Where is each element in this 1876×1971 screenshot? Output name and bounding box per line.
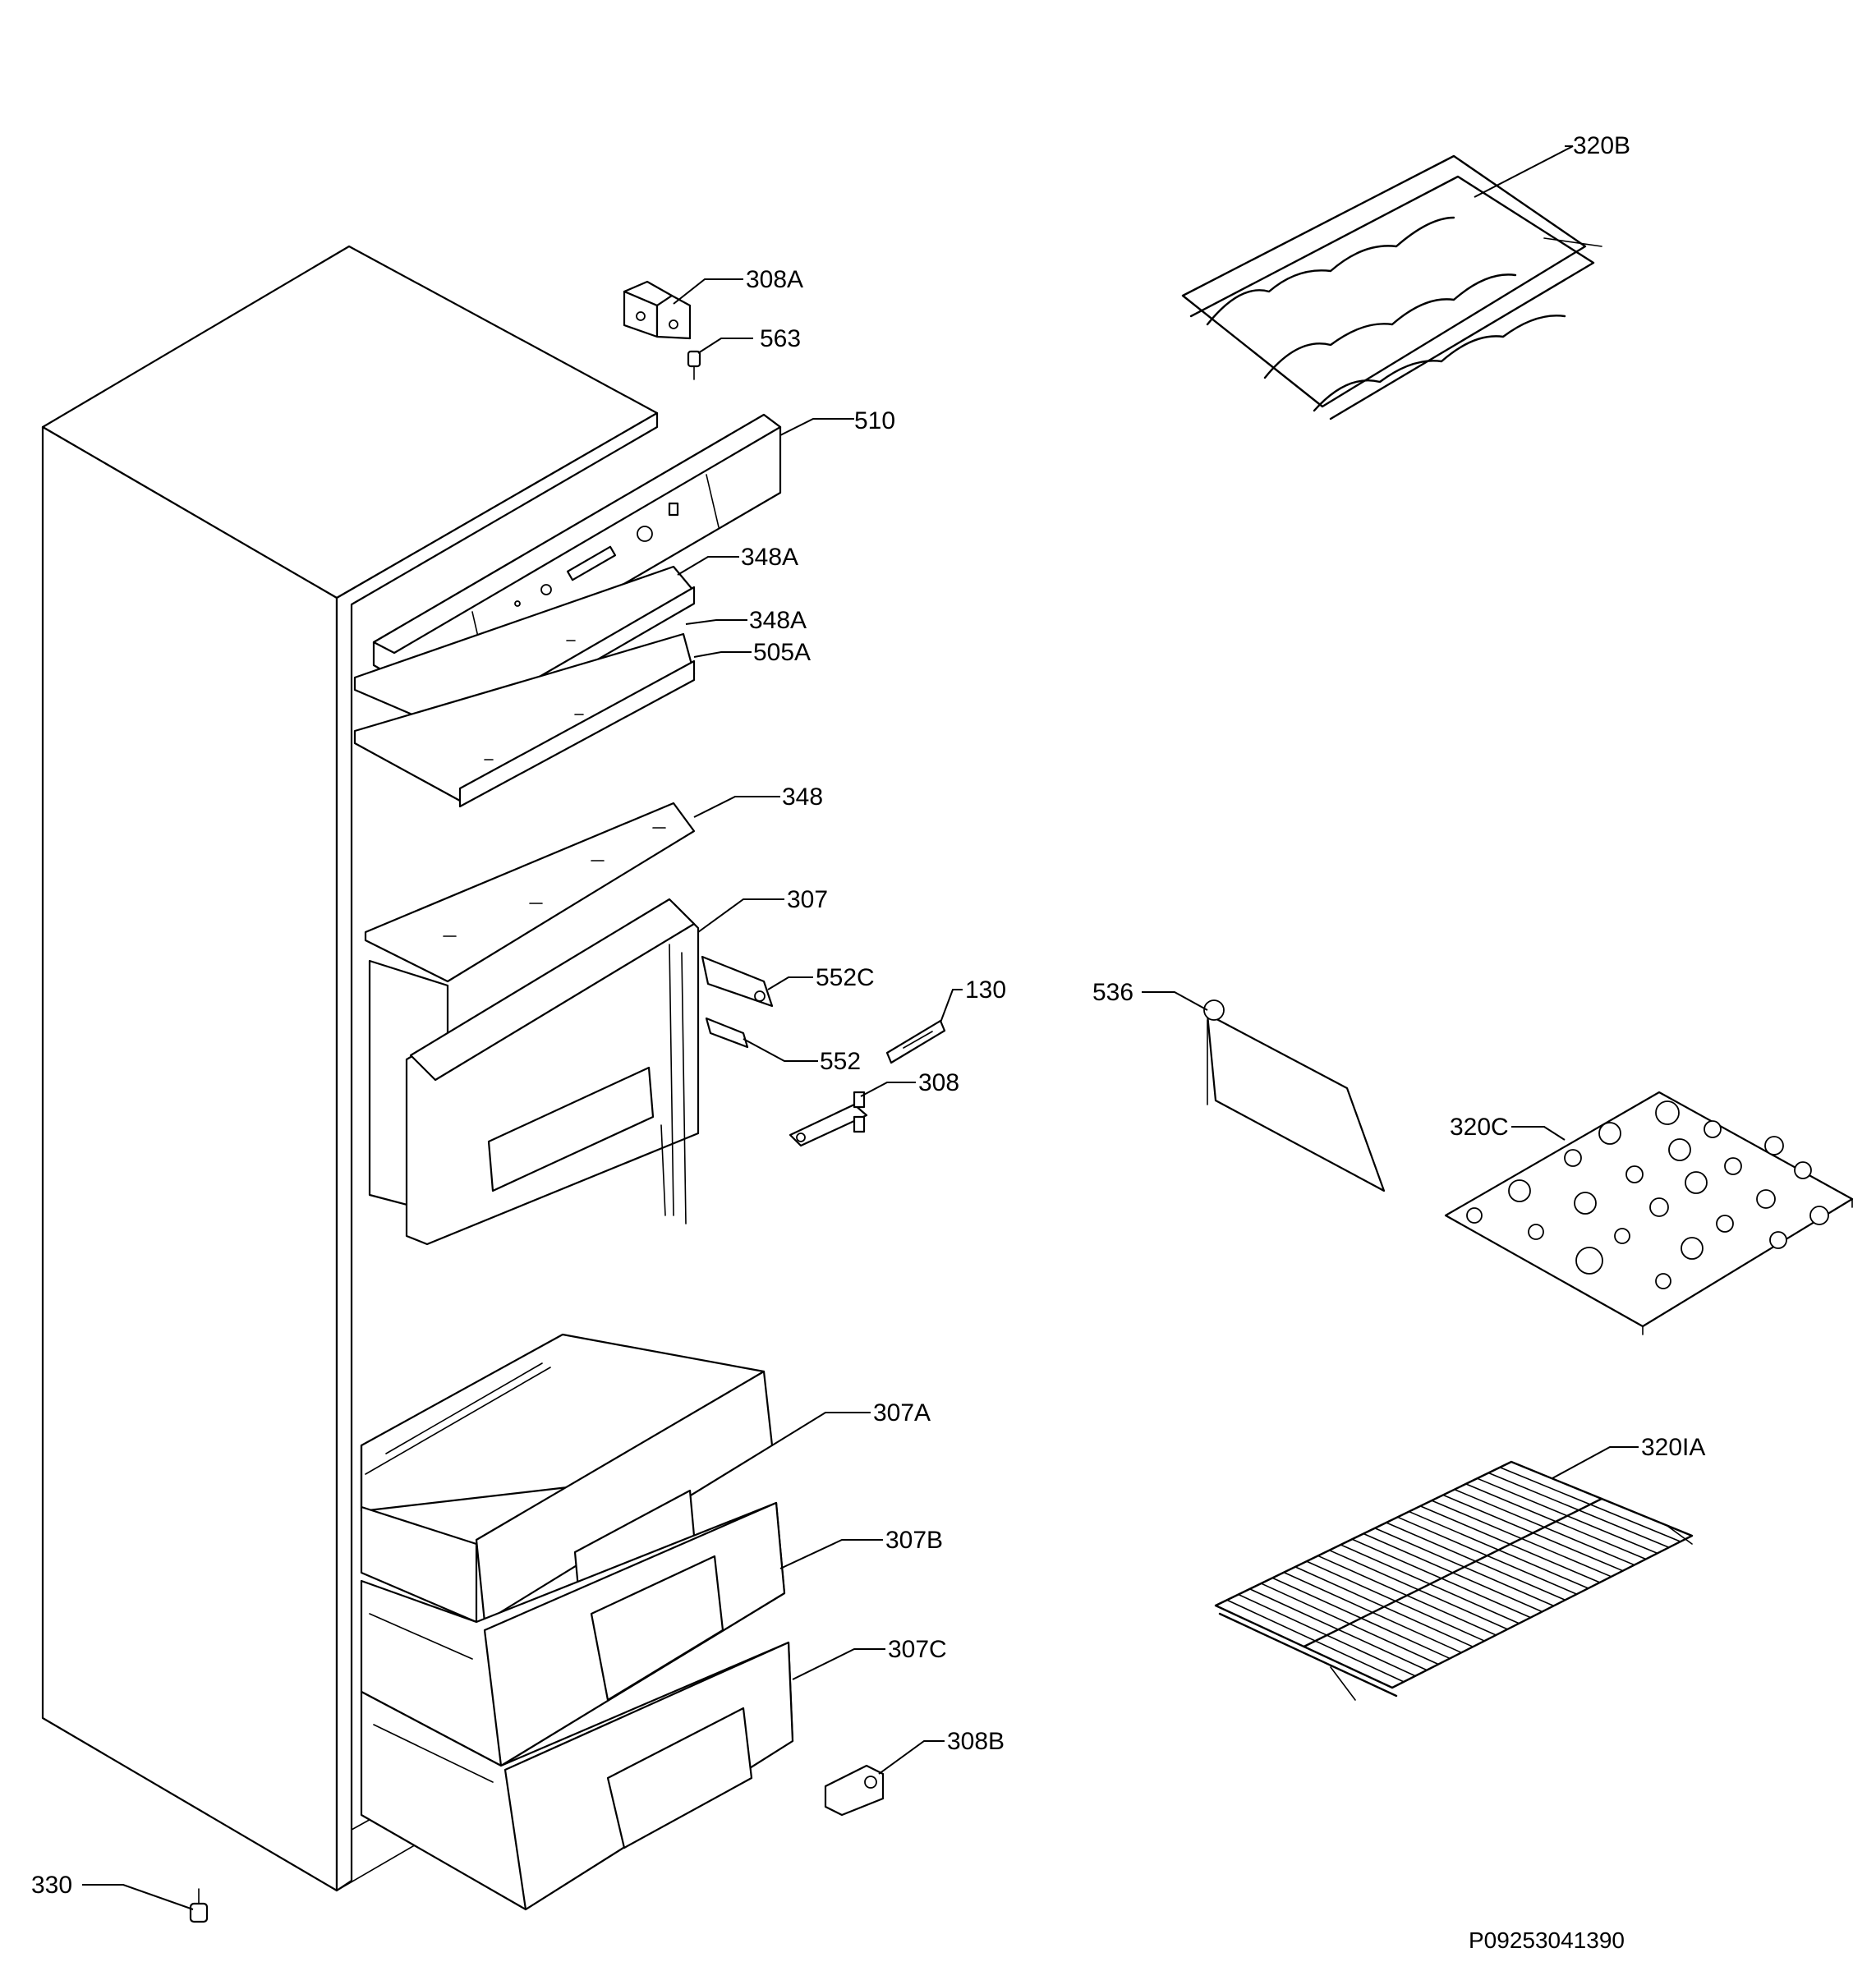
drawer-307c — [360, 1641, 794, 1911]
glass-shelf-348 — [364, 802, 696, 983]
label-552c: 552C — [816, 964, 875, 991]
label-308a: 308A — [746, 266, 803, 293]
label-563: 563 — [760, 325, 801, 352]
label-307a: 307A — [873, 1399, 931, 1427]
label-307c: 307C — [888, 1636, 947, 1663]
drawer-307b — [360, 1501, 786, 1767]
leader-lines — [82, 145, 1639, 1910]
hinge-bracket-308a — [623, 280, 692, 340]
label-348: 348 — [782, 783, 823, 811]
label-348a-upper: 348A — [741, 544, 798, 571]
hinge-308b — [824, 1764, 885, 1817]
label-320ia: 320IA — [1641, 1434, 1705, 1461]
label-505a: 505A — [753, 639, 811, 666]
rail-552c — [701, 955, 774, 1008]
cabinet-side — [41, 425, 338, 1892]
wire-shelf-320ia — [1214, 1460, 1694, 1701]
shelf-center-bar — [1303, 1497, 1603, 1648]
label-320b: 320B — [1573, 132, 1630, 159]
glass-shelf-348a-lower — [353, 632, 696, 808]
hinge-308 — [789, 1091, 868, 1147]
rail-552 — [705, 1017, 749, 1049]
flap-door-307 — [368, 898, 700, 1246]
label-307: 307 — [787, 886, 828, 913]
screw-563 — [687, 350, 701, 380]
label-307b: 307B — [885, 1527, 943, 1554]
label-130: 130 — [965, 976, 1006, 1004]
label-348a-lower: 348A — [749, 607, 807, 634]
label-552: 552 — [820, 1048, 861, 1075]
label-330: 330 — [31, 1872, 72, 1899]
pin-130 — [885, 1019, 946, 1064]
divider-536 — [1203, 999, 1386, 1192]
cabinet-body — [41, 245, 659, 1892]
control-panel-510 — [372, 413, 782, 683]
label-536: 536 — [1092, 979, 1133, 1006]
label-320c: 320C — [1450, 1114, 1509, 1141]
part-labels: 320B 308A 563 510 348A 348A 505A 348 307… — [31, 132, 1705, 1953]
perforated-shelf-320c — [1444, 1091, 1854, 1335]
drawer-307a — [360, 1333, 774, 1624]
drawing-code: P09253041390 — [1469, 1927, 1625, 1953]
label-308b: 308B — [947, 1728, 1005, 1755]
label-308: 308 — [918, 1069, 959, 1096]
wine-rack-320b — [1181, 154, 1602, 420]
leveling-foot-330 — [189, 1888, 209, 1923]
label-510: 510 — [854, 407, 895, 434]
